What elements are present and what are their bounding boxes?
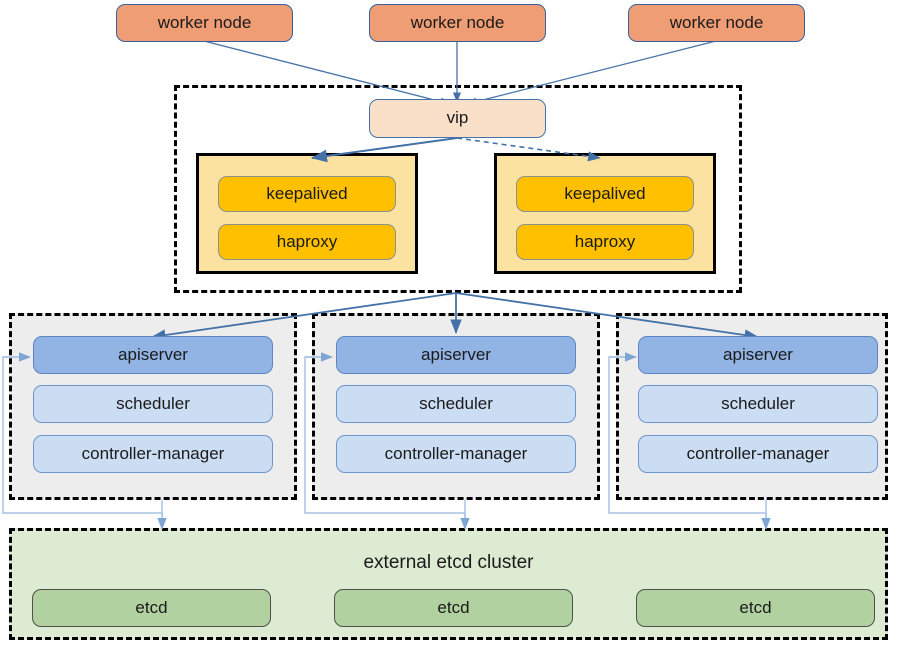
control-plane-2-scheduler-label: scheduler xyxy=(419,393,493,413)
control-plane-1-controller-manager[interactable]: controller-manager xyxy=(33,435,273,473)
control-plane-1-controller-manager-label: controller-manager xyxy=(81,443,225,463)
control-plane-3-scheduler-label: scheduler xyxy=(721,393,795,413)
worker-node-1[interactable]: worker node xyxy=(116,4,293,42)
control-plane-1-scheduler-label: scheduler xyxy=(116,393,190,413)
load-balancer-group xyxy=(174,85,742,293)
control-plane-1-apiserver-label: apiserver xyxy=(118,344,188,364)
lb-host-1-haproxy-label: haproxy xyxy=(276,231,338,251)
etcd-node-3-label: etcd xyxy=(739,597,772,617)
etcd-cluster-title: external etcd cluster xyxy=(363,552,534,573)
control-plane-2-scheduler[interactable]: scheduler xyxy=(336,385,576,423)
etcd-node-3[interactable]: etcd xyxy=(636,589,875,627)
worker-node-2-label: worker node xyxy=(410,12,505,32)
vip-label: vip xyxy=(446,108,469,128)
lb-host-1-haproxy[interactable]: haproxy xyxy=(218,224,396,260)
control-plane-2-apiserver-label: apiserver xyxy=(421,344,491,364)
control-plane-3-scheduler[interactable]: scheduler xyxy=(638,385,878,423)
etcd-node-1-label: etcd xyxy=(135,597,168,617)
control-plane-3-controller-manager-label: controller-manager xyxy=(686,443,830,463)
control-plane-3-apiserver-label: apiserver xyxy=(723,344,793,364)
control-plane-2-apiserver[interactable]: apiserver xyxy=(336,336,576,374)
control-plane-2-controller-manager-label: controller-manager xyxy=(384,443,528,463)
lb-host-2-keepalived-label: keepalived xyxy=(564,183,646,203)
lb-host-1-keepalived-label: keepalived xyxy=(266,183,348,203)
lb-host-1-keepalived[interactable]: keepalived xyxy=(218,176,396,212)
control-plane-3-apiserver[interactable]: apiserver xyxy=(638,336,878,374)
control-plane-1-scheduler[interactable]: scheduler xyxy=(33,385,273,423)
control-plane-3-controller-manager[interactable]: controller-manager xyxy=(638,435,878,473)
etcd-node-2-label: etcd xyxy=(437,597,470,617)
control-plane-2-controller-manager[interactable]: controller-manager xyxy=(336,435,576,473)
worker-node-1-label: worker node xyxy=(157,12,252,32)
lb-host-2-keepalived[interactable]: keepalived xyxy=(516,176,694,212)
lb-host-2-haproxy-label: haproxy xyxy=(574,231,636,251)
worker-node-2[interactable]: worker node xyxy=(369,4,546,42)
worker-node-3[interactable]: worker node xyxy=(628,4,805,42)
vip-node[interactable]: vip xyxy=(369,99,546,138)
etcd-node-1[interactable]: etcd xyxy=(32,589,271,627)
worker-node-3-label: worker node xyxy=(669,12,764,32)
lb-host-2-haproxy[interactable]: haproxy xyxy=(516,224,694,260)
control-plane-1-apiserver[interactable]: apiserver xyxy=(33,336,273,374)
etcd-node-2[interactable]: etcd xyxy=(334,589,573,627)
